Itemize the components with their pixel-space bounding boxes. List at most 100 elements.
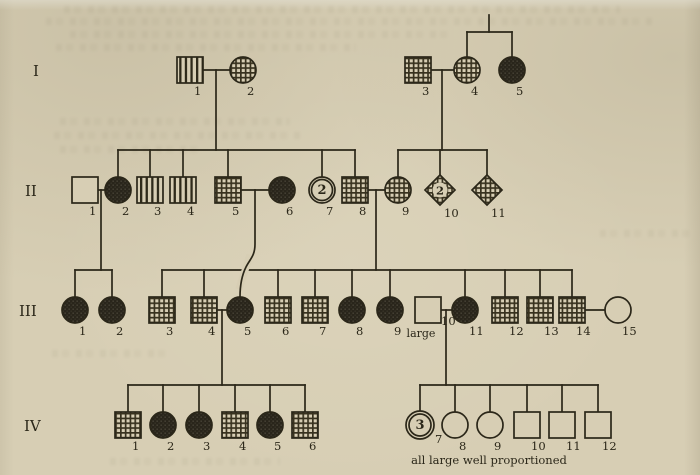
individual-number: 11 [491,206,506,220]
pedigree-lines [74,14,606,413]
individual-II-10: 210 [423,173,459,220]
individual-II-7: 27 [308,176,336,218]
individual-III-11: 11 [451,296,484,338]
individual-IV-1: 1 [114,411,142,453]
individual-IV-10: 10 [513,411,546,453]
individual-I-3: 3 [404,56,432,98]
individual-number: 6 [282,324,289,338]
female-symbol [441,411,469,439]
individual-II-1: 1 [71,176,99,218]
female-symbol [338,296,366,324]
male-symbol [526,296,554,324]
individual-I-2: 2 [229,56,257,98]
individual-number: 6 [286,204,293,218]
individual-number: 5 [274,439,281,453]
individual-number: 12 [509,324,524,338]
individual-III-1: 1 [61,296,89,338]
male-symbol [414,296,442,324]
female-symbol [604,296,632,324]
individual-IV-4: 4 [221,411,249,453]
male-symbol [513,411,541,439]
individual-number: 4 [239,439,246,453]
individual-number: 2 [116,324,123,338]
male-symbol [190,296,218,324]
male-symbol [169,176,197,204]
individual-III-15: 15 [604,296,637,338]
individual-IV-11: 11 [548,411,581,453]
individual-IV-3: 3 [185,411,213,453]
individual-number: 8 [459,439,466,453]
individual-number: 2 [247,84,254,98]
individual-number: 2 [122,204,129,218]
male-symbol [491,296,519,324]
individual-number: 3 [203,439,210,453]
individual-number: 9 [494,439,501,453]
male-symbol [176,56,204,84]
female-symbol [226,296,254,324]
individual-IV-5: 5 [256,411,284,453]
individual-IV-7: 37 [405,410,442,446]
individual-IV-6: 6 [291,411,319,453]
male-symbol [341,176,369,204]
individual-number: 3 [154,204,161,218]
individual-III-12: 12 [491,296,524,338]
individual-IV-8: 8 [441,411,469,453]
individual-II-2: 2 [104,176,132,218]
male-symbol [136,176,164,204]
male-symbol [148,296,176,324]
female-symbol [476,411,504,439]
individual-number: 3 [166,324,173,338]
male-symbol [291,411,319,439]
individual-number: 5 [232,204,239,218]
individual-III-4: 4 [190,296,218,338]
individual-III-5: 5 [226,296,254,338]
individual-II-11: 11 [470,173,506,220]
descent-crossing-hop [239,189,256,298]
female-symbol [149,411,177,439]
individual-number: 2 [167,439,174,453]
individual-number: 8 [359,204,366,218]
individual-IV-9: 9 [476,411,504,453]
individual-III-6: 6 [264,296,292,338]
individual-II-9: 9 [384,176,412,218]
individual-number: 1 [132,439,139,453]
symbol-count: 2 [317,183,326,198]
individual-number: 15 [622,324,637,338]
individual-II-6: 6 [268,176,296,218]
individual-I-4: 4 [453,56,481,98]
individual-number: 3 [422,84,429,98]
female-symbol [256,411,284,439]
individual-I-1: 1 [176,56,204,98]
generation-label-I: I [33,62,39,80]
female-symbol [453,56,481,84]
male-symbol [71,176,99,204]
individual-III-8: 8 [338,296,366,338]
individual-number: 7 [319,324,326,338]
inner-ring [310,178,334,202]
caption-all-large-well-proportioned: all large well proportioned [411,453,567,467]
individual-number: 1 [89,204,96,218]
generation-label-III: III [19,302,37,320]
caption-large: large [407,327,436,340]
individual-number: 4 [208,324,215,338]
individual-IV-12: 12 [584,411,617,453]
individual-number: 12 [602,439,617,453]
individual-number: 1 [79,324,86,338]
individual-number: 10 [531,439,546,453]
individual-number: 11 [566,439,581,453]
male-symbol [584,411,612,439]
individual-number: 11 [469,324,484,338]
generation-label-IV: IV [24,417,42,435]
individual-number: 4 [471,84,478,98]
male-symbol [221,411,249,439]
individual-III-10: 10 [414,296,456,328]
individual-IV-2: 2 [149,411,177,453]
male-symbol [558,296,586,324]
individual-number: 5 [244,324,251,338]
male-symbol [548,411,576,439]
individual-number: 8 [356,324,363,338]
individual-II-8: 8 [341,176,369,218]
individual-number: 9 [394,324,401,338]
